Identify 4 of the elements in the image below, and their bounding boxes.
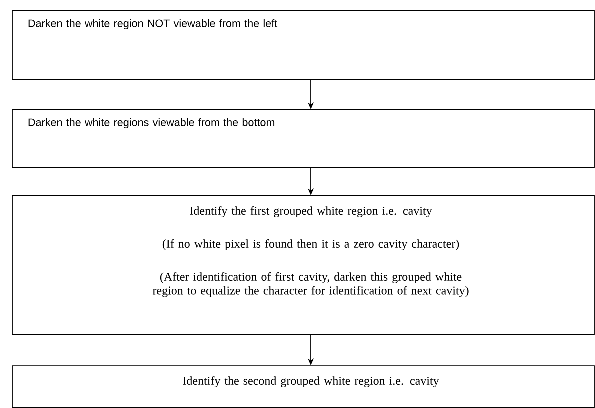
process-box: Darken the white region NOT viewable from the left bbox=[12, 10, 595, 80]
process-box: Darken the white regions viewable from the bottom bbox=[12, 110, 595, 168]
process-box: Identify the second grouped white region i.e. cavity bbox=[12, 366, 595, 408]
process-box: Identify the first grouped white region i.e. cavity (If no white pixel is found then it is a zero cavity character) (After identification of first cavity, darken this grouped white region to equalize the character for identification of next cavity) bbox=[12, 196, 595, 336]
